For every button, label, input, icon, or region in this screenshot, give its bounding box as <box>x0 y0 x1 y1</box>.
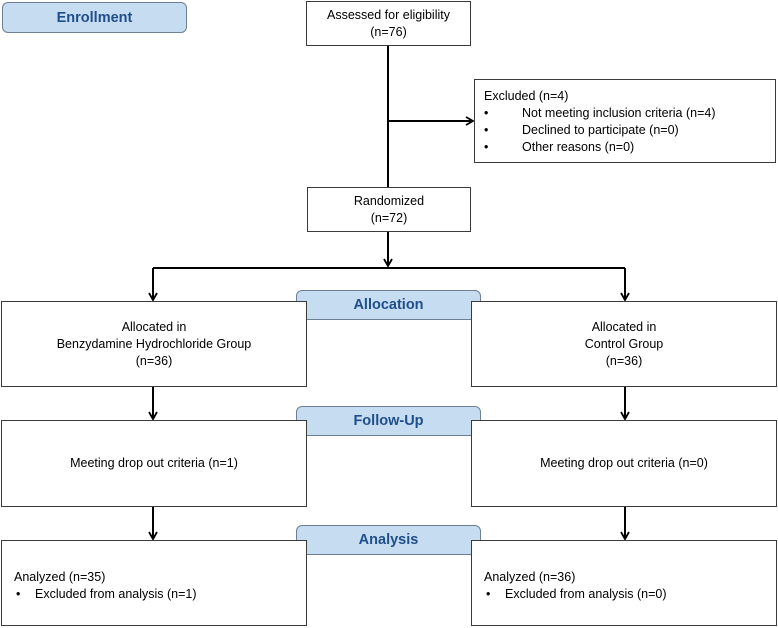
stage-allocation: Allocation <box>296 290 481 320</box>
left-allocation-group: Benzydamine Hydrochloride Group <box>56 336 252 351</box>
stage-enrollment: Enrollment <box>2 2 187 33</box>
list-item: • Other reasons (n=0) <box>484 139 775 156</box>
bullet-icon: • <box>484 106 489 120</box>
left-allocation-line1: Allocated in <box>121 319 187 334</box>
bullet-icon: • <box>484 123 489 137</box>
left-followup-box: Meeting drop out criteria (n=1) <box>1 420 307 507</box>
assessed-count: (n=76) <box>370 24 407 39</box>
stage-analysis: Analysis <box>296 525 481 555</box>
left-analysis-excluded: Excluded from analysis (n=1) <box>35 587 197 601</box>
right-followup-text: Meeting drop out criteria (n=0) <box>540 456 708 470</box>
excluded-title: Excluded (n=4) <box>484 89 569 103</box>
bullet-icon: • <box>484 140 489 154</box>
excluded-reason-text: Other reasons (n=0) <box>522 140 635 154</box>
assessed-box: Assessed for eligibility (n=76) <box>306 1 471 46</box>
right-analysis-box: Analyzed (n=36) • Excluded from analysis… <box>471 540 777 626</box>
left-allocation-box: Allocated in Benzydamine Hydrochloride G… <box>1 301 307 387</box>
excluded-reasons-list: • Not meeting inclusion criteria (n=4) •… <box>484 105 775 156</box>
randomized-box: Randomized (n=72) <box>307 187 471 232</box>
bullet-icon: • <box>16 587 21 601</box>
stage-follow-up: Follow-Up <box>296 406 481 436</box>
right-allocation-box: Allocated in Control Group (n=36) <box>471 301 777 387</box>
left-analysis-box: Analyzed (n=35) • Excluded from analysis… <box>1 540 307 626</box>
list-item: • Not meeting inclusion criteria (n=4) <box>484 105 775 122</box>
left-allocation-count: (n=36) <box>135 353 173 368</box>
right-allocation-line1: Allocated in <box>591 319 657 334</box>
randomized-label: Randomized <box>353 193 425 208</box>
right-allocation-count: (n=36) <box>605 353 643 368</box>
excluded-box: Excluded (n=4) • Not meeting inclusion c… <box>474 79 776 163</box>
excluded-reason-text: Declined to participate (n=0) <box>522 123 679 137</box>
list-item: • Excluded from analysis (n=0) <box>484 586 776 603</box>
right-allocation-group: Control Group <box>584 336 664 351</box>
assessed-label: Assessed for eligibility <box>327 7 450 22</box>
list-item: • Excluded from analysis (n=1) <box>14 586 306 603</box>
right-analysis-title: Analyzed (n=36) <box>484 570 576 584</box>
right-followup-box: Meeting drop out criteria (n=0) <box>471 420 777 507</box>
list-item: • Declined to participate (n=0) <box>484 122 775 139</box>
bullet-icon: • <box>486 587 491 601</box>
left-followup-text: Meeting drop out criteria (n=1) <box>70 456 238 470</box>
left-analysis-title: Analyzed (n=35) <box>14 570 106 584</box>
excluded-reason-text: Not meeting inclusion criteria (n=4) <box>522 106 716 120</box>
right-analysis-excluded: Excluded from analysis (n=0) <box>505 587 667 601</box>
randomized-count: (n=72) <box>370 210 408 225</box>
